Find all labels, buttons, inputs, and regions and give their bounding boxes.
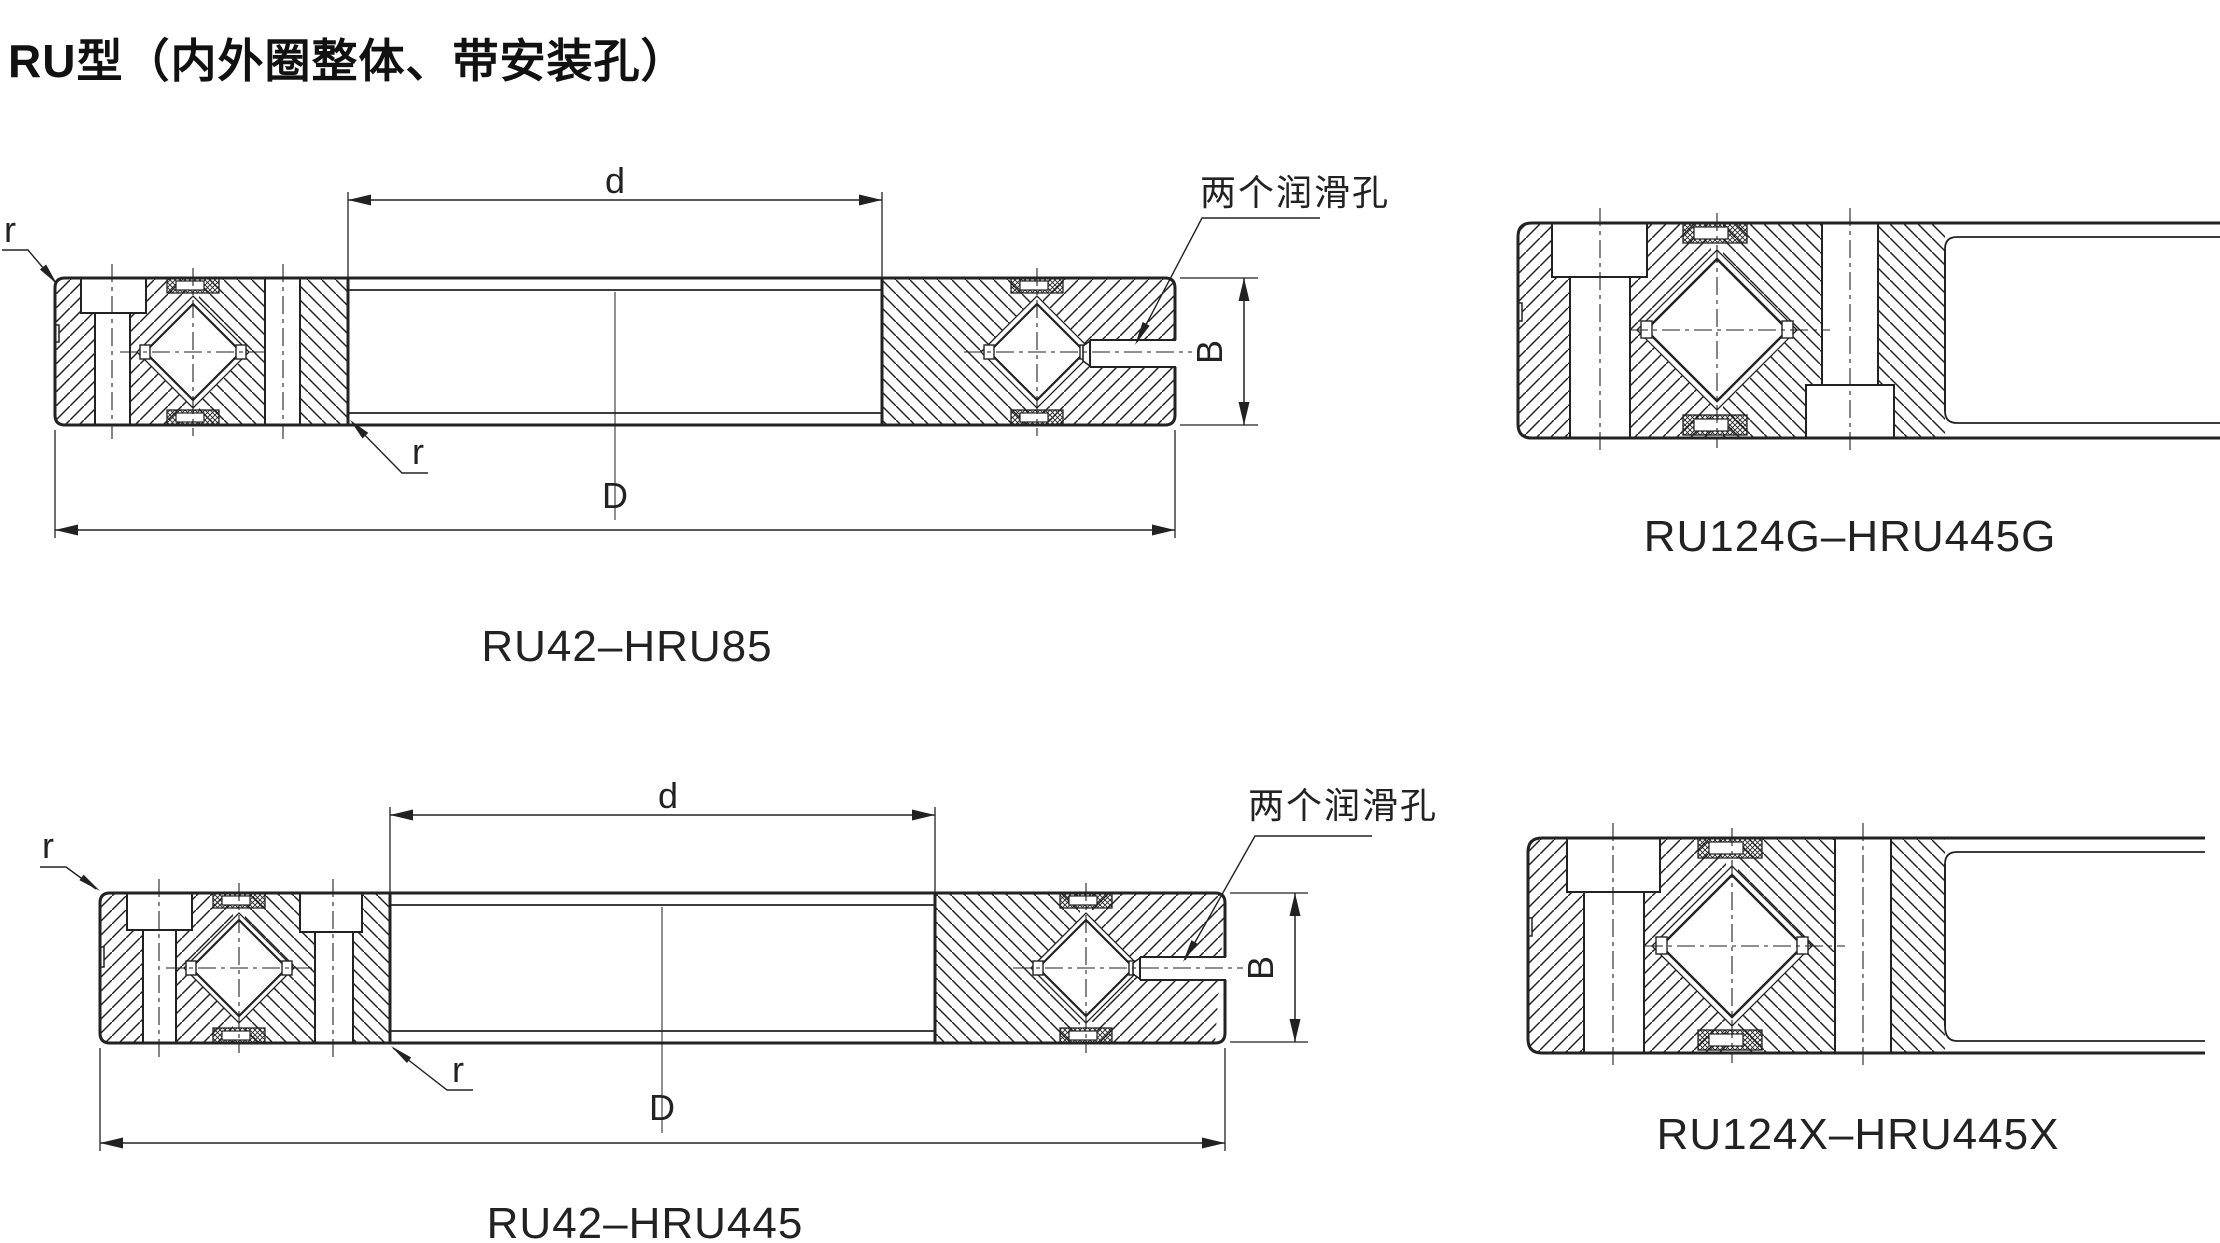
label-r: r <box>412 431 424 472</box>
label-D: D <box>602 475 628 516</box>
label-B: B <box>1189 340 1230 364</box>
label-B: B <box>1240 956 1281 980</box>
drawing-ru124x-hru445x: RU124X–HRU445X <box>1526 823 2205 1159</box>
counterbore-hole <box>300 893 362 932</box>
section-outline <box>53 276 350 427</box>
radius-callout-top: r <box>40 825 100 891</box>
centerlines <box>1599 208 1851 453</box>
lube-hole <box>1082 339 1177 368</box>
dim-d: d <box>389 775 936 895</box>
label-lube: 两个润滑孔 <box>1248 785 1438 826</box>
page-title: RU型（内外圈整体、带安装孔） <box>8 34 688 87</box>
label-lube: 两个润滑孔 <box>1200 172 1390 213</box>
drawing-ru124g-hru445g: RU124G–HRU445G <box>1516 208 2220 561</box>
radius-callout-inner: r <box>350 420 428 474</box>
right-section <box>880 276 1177 427</box>
centerlines <box>111 264 1192 439</box>
radius-callout-top: r <box>2 209 57 284</box>
label-r: r <box>4 209 16 250</box>
counterbore-hole <box>81 278 146 313</box>
dim-d: d <box>347 160 883 280</box>
radius-callout-inner: r <box>391 1046 473 1091</box>
dim-D: D <box>54 430 1176 538</box>
dim-B: B <box>1230 892 1308 1043</box>
caption-ru124g-hru445g: RU124G–HRU445G <box>1644 512 2057 561</box>
centerlines <box>1612 823 1864 1068</box>
section-outline <box>1516 221 2220 440</box>
dim-D: D <box>99 1048 1226 1151</box>
hole-edges <box>126 893 363 1043</box>
lube-callout: 两个润滑孔 <box>1135 172 1390 345</box>
label-D: D <box>649 1087 675 1128</box>
drawing-ru42-hru445: d D B r r <box>40 775 1438 1243</box>
centerlines <box>158 879 1243 1057</box>
label-r: r <box>452 1049 464 1090</box>
seals <box>1697 837 1763 1051</box>
caption-ru42-hru85: RU42–HRU85 <box>481 622 772 671</box>
label-d: d <box>605 160 625 201</box>
caption-ru124x-hru445x: RU124X–HRU445X <box>1657 1110 2060 1159</box>
dim-B: B <box>1180 277 1258 426</box>
seals <box>1682 222 1748 436</box>
section-outline <box>1526 836 2205 1055</box>
lube-callout: 两个润滑孔 <box>1183 785 1438 962</box>
label-r: r <box>42 825 54 866</box>
caption-ru42-hru445: RU42–HRU445 <box>487 1199 804 1243</box>
label-d: d <box>658 775 678 816</box>
drawing-ru42-hru85: d D B r <box>2 160 1390 671</box>
hole-edges <box>1551 223 1895 438</box>
